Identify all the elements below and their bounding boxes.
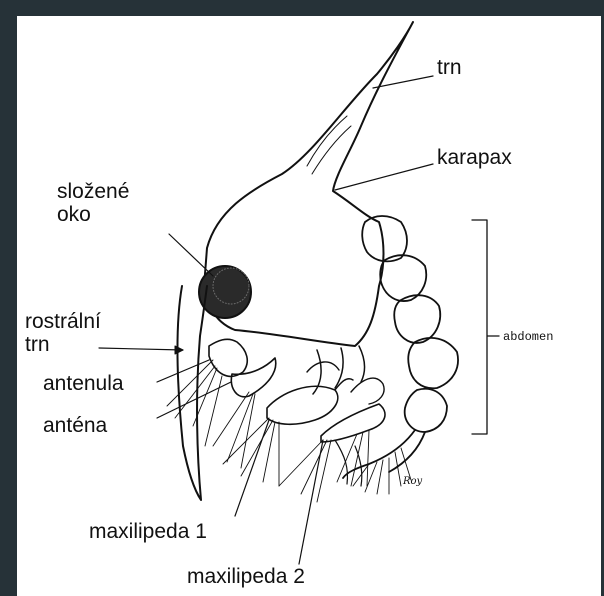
label-abdomen: abdomen bbox=[503, 330, 553, 344]
leader-lines bbox=[99, 76, 433, 564]
label-maxilipeda-1: maxilipeda 1 bbox=[89, 520, 207, 543]
label-slozene-oko: složené oko bbox=[57, 180, 129, 226]
diagram-canvas: trn karapax složené oko rostrální trn an… bbox=[17, 16, 601, 596]
maxilliped-2-base bbox=[351, 378, 384, 404]
abdomen-segment-3 bbox=[394, 295, 440, 343]
crustacean-larva-illustration bbox=[17, 16, 601, 596]
label-rostralni-trn: rostrální trn bbox=[25, 310, 101, 356]
leader-rostral bbox=[99, 348, 183, 350]
leader-karapax bbox=[335, 164, 433, 190]
label-maxilipeda-2: maxilipeda 2 bbox=[187, 565, 305, 588]
leader-antenula bbox=[157, 360, 209, 382]
label-antena: anténa bbox=[43, 414, 107, 437]
abdomen-segment-5 bbox=[405, 389, 447, 432]
label-karapax: karapax bbox=[437, 146, 512, 169]
rostral-arrowhead bbox=[175, 346, 183, 354]
maxilliped-2 bbox=[321, 404, 385, 442]
antenna bbox=[231, 358, 275, 397]
label-trn: trn bbox=[437, 56, 462, 79]
artist-signature: Roy bbox=[403, 470, 422, 493]
label-antenula: antenula bbox=[43, 372, 124, 395]
abdomen-segment-4 bbox=[408, 338, 458, 388]
abdomen-bracket bbox=[472, 220, 499, 434]
leader-antena bbox=[157, 382, 231, 418]
rostral-spine bbox=[178, 286, 207, 500]
antennule bbox=[209, 339, 247, 376]
leader-maxilipeda-2 bbox=[299, 440, 323, 564]
maxilliped-1 bbox=[267, 386, 338, 424]
